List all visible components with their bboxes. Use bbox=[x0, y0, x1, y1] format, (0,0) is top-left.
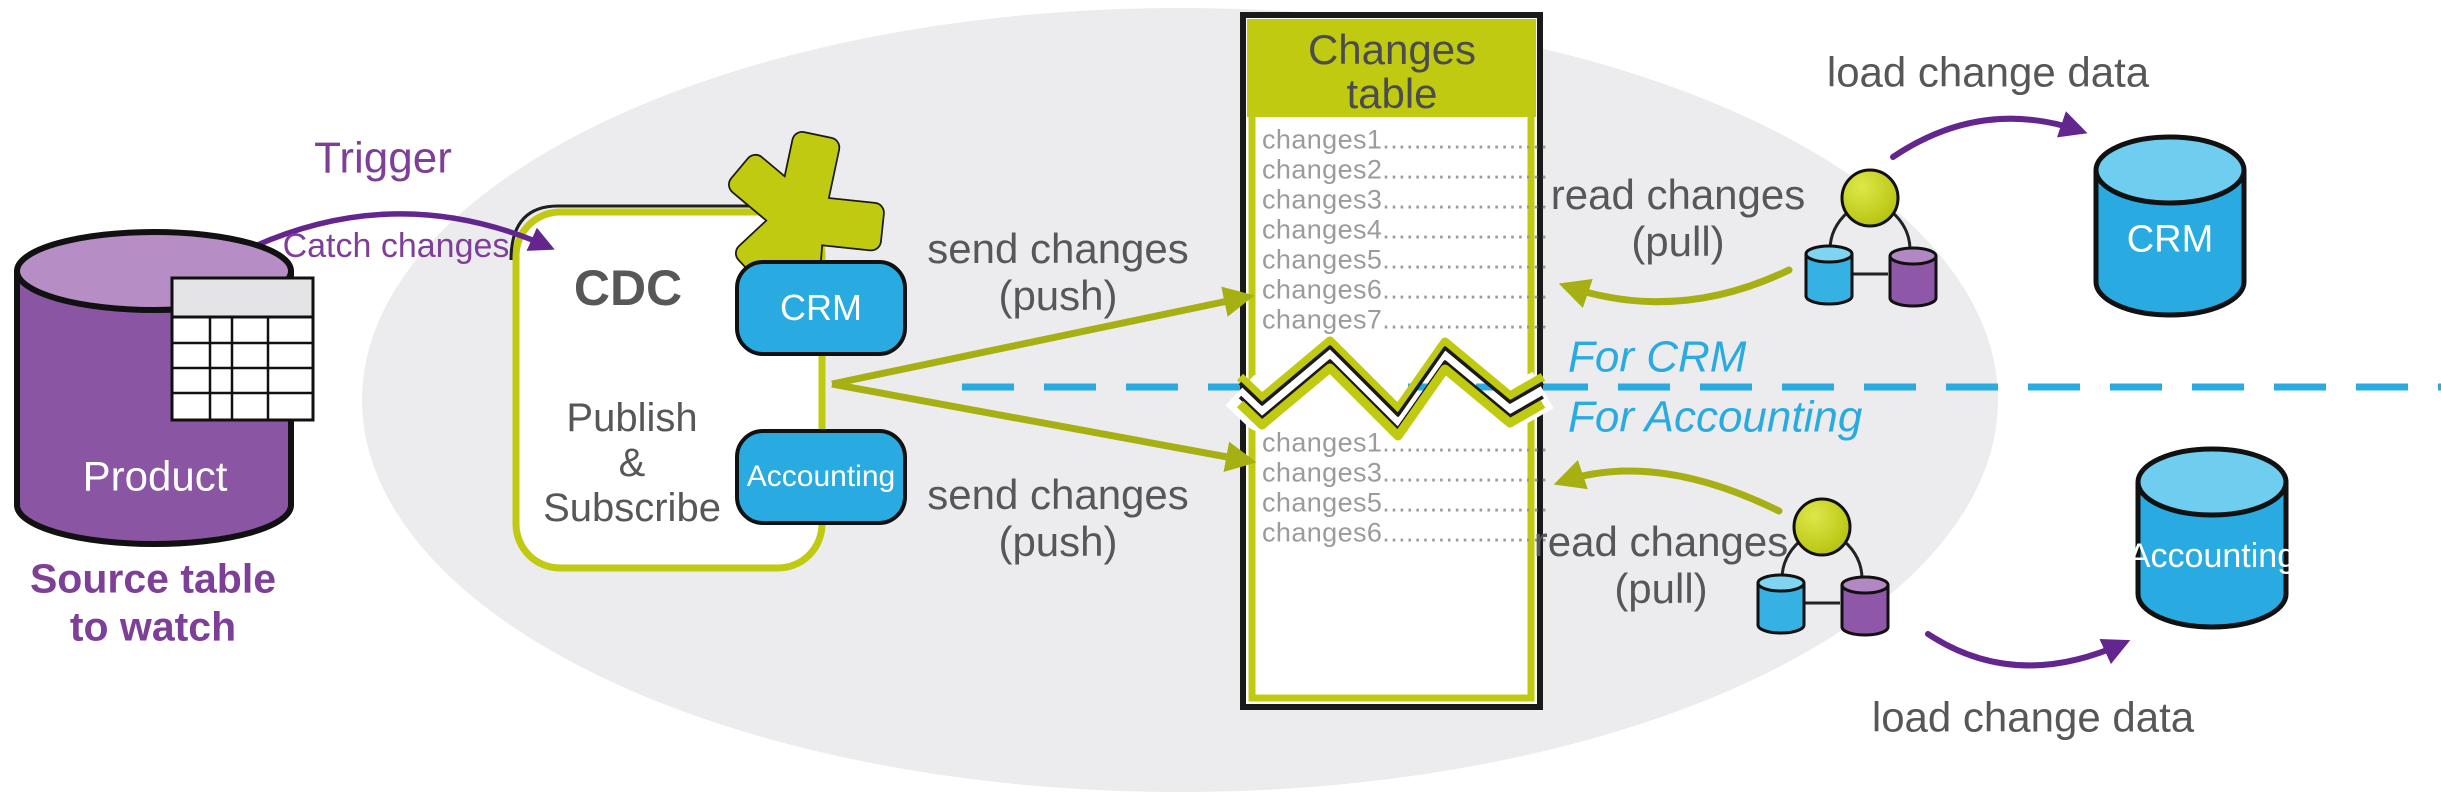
source-database-label: Product bbox=[82, 452, 228, 500]
trigger-label: Trigger bbox=[314, 133, 452, 183]
send-changes-label-top: send changes (push) bbox=[927, 224, 1189, 319]
changes-row: changes1..................... bbox=[1262, 427, 1549, 458]
changes-row: changes6..................... bbox=[1262, 517, 1549, 548]
load-change-label-bottom: load change data bbox=[1871, 693, 2195, 741]
load-change-arrow-accounting bbox=[1925, 631, 2131, 669]
read-changes-label-bottom: read changes (pull) bbox=[1533, 517, 1789, 612]
changes-table-header: Changes table bbox=[1307, 25, 1477, 117]
crm-badge-label: CRM bbox=[780, 286, 862, 328]
accounting-database-label: Accounting bbox=[2127, 536, 2297, 575]
crm-subscription-badge bbox=[735, 260, 907, 356]
changes-row: changes3..................... bbox=[1262, 457, 1549, 488]
changes-row: changes7..................... bbox=[1262, 304, 1549, 335]
changes-row: changes1..................... bbox=[1262, 124, 1549, 155]
send-changes-arrow-crm bbox=[831, 286, 1255, 388]
send-changes-label-bottom: send changes (push) bbox=[927, 470, 1189, 565]
catch-changes-label: Catch changes bbox=[282, 226, 510, 265]
for-accounting-label: For Accounting bbox=[1568, 392, 1863, 442]
changes-row: changes5..................... bbox=[1262, 244, 1549, 275]
accounting-badge-label: Accounting bbox=[746, 460, 896, 494]
changes-row: changes5..................... bbox=[1262, 487, 1549, 518]
changes-table-header-band bbox=[1247, 19, 1536, 117]
changes-row: changes4..................... bbox=[1262, 214, 1549, 245]
cdc-subtitle: Publish & Subscribe bbox=[543, 395, 721, 530]
cdc-box-shadow-edge bbox=[509, 204, 820, 261]
load-change-label-top: load change data bbox=[1826, 48, 2150, 96]
table-grid-icon bbox=[170, 276, 315, 422]
changes-row: changes2..................... bbox=[1262, 154, 1549, 185]
cdc-title: CDC bbox=[573, 260, 683, 316]
accounting-subscription-badge bbox=[735, 429, 907, 525]
table-tear bbox=[1225, 333, 1554, 443]
changes-row: changes6..................... bbox=[1262, 274, 1549, 305]
send-changes-arrow-accounting bbox=[831, 380, 1257, 472]
changes-table-shape bbox=[1240, 12, 1543, 710]
read-changes-arrow-crm bbox=[1558, 266, 1793, 309]
changes-row: changes3..................... bbox=[1262, 184, 1549, 215]
for-crm-label: For CRM bbox=[1568, 332, 1747, 382]
read-changes-arrow-accounting bbox=[1553, 459, 1783, 515]
source-caption: Source table to watch bbox=[29, 555, 277, 650]
trigger-arrow bbox=[229, 211, 555, 260]
load-change-arrow-crm bbox=[1890, 111, 2088, 160]
read-changes-label-top: read changes (pull) bbox=[1550, 170, 1806, 265]
crm-database-label: CRM bbox=[2126, 218, 2214, 261]
